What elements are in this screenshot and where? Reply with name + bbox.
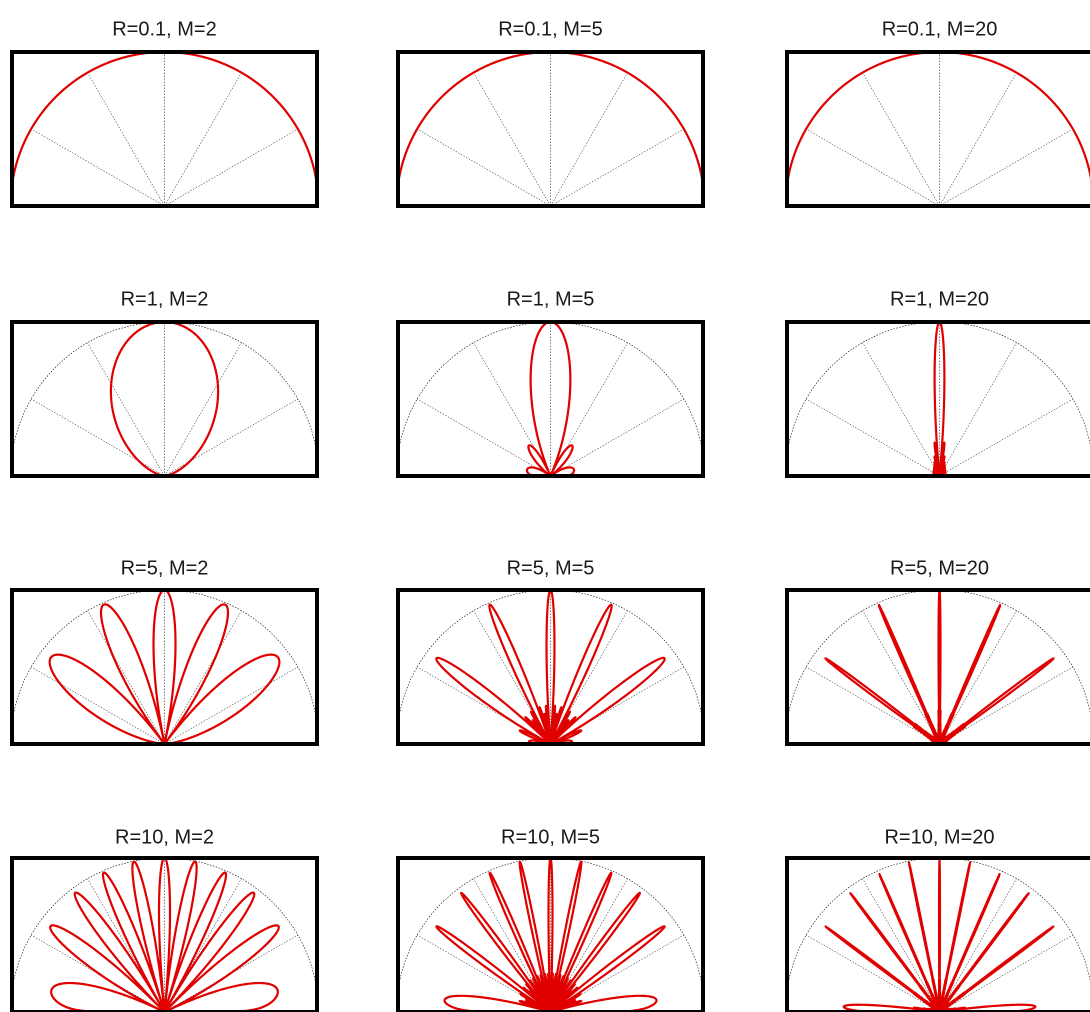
panel-title: R=5, M=2 <box>121 557 209 579</box>
panel-frame <box>785 50 1090 208</box>
spoke-60 <box>939 342 1017 476</box>
spoke-30 <box>164 666 298 744</box>
spoke-60 <box>939 878 1017 1012</box>
panel-12: R=10, M=20 <box>785 826 1090 1012</box>
spoke-150 <box>806 398 940 476</box>
panel-frame <box>10 588 319 746</box>
panel-title: R=0.1, M=5 <box>498 18 603 40</box>
spoke-150 <box>806 666 940 744</box>
panel-title: R=5, M=5 <box>507 557 595 579</box>
pattern-curve <box>398 52 703 195</box>
panel-5: R=1, M=5 <box>396 288 705 478</box>
panel-title: R=1, M=2 <box>121 288 209 310</box>
spoke-150 <box>31 398 165 476</box>
spoke-60 <box>164 342 242 476</box>
spoke-60 <box>939 72 1017 206</box>
spoke-30 <box>939 666 1073 744</box>
reference-arc <box>12 590 317 726</box>
pattern-curve <box>12 52 317 195</box>
spoke-60 <box>164 72 242 206</box>
spoke-150 <box>417 398 551 476</box>
reference-arc <box>12 322 317 458</box>
pattern-curve <box>49 858 280 1012</box>
panel-frame <box>396 50 705 208</box>
panel-frame <box>396 588 705 746</box>
pattern-curve <box>932 322 947 476</box>
panel-frame <box>785 320 1090 478</box>
pattern-curve <box>435 590 666 744</box>
spoke-30 <box>550 398 684 476</box>
spoke-60 <box>939 610 1017 744</box>
spoke-30 <box>939 128 1073 206</box>
spoke-30 <box>164 128 298 206</box>
panel-title: R=10, M=20 <box>884 826 994 848</box>
panel-frame <box>785 588 1090 746</box>
panel-7: R=5, M=2 <box>10 557 319 746</box>
pattern-curve <box>525 322 576 476</box>
pattern-curve <box>435 858 666 1012</box>
panel-9: R=5, M=20 <box>785 557 1090 746</box>
panel-frame <box>785 856 1090 1012</box>
panel-2: R=0.1, M=5 <box>396 18 705 208</box>
panel-frame <box>396 320 705 478</box>
panel-10: R=10, M=2 <box>10 826 319 1012</box>
spoke-120 <box>473 72 551 206</box>
reference-arc <box>12 858 317 994</box>
panel-4: R=1, M=2 <box>10 288 319 478</box>
panel-frame <box>10 50 319 208</box>
spoke-120 <box>87 342 165 476</box>
spoke-150 <box>31 128 165 206</box>
reference-arc <box>12 52 317 188</box>
reference-arc <box>398 322 703 458</box>
spoke-30 <box>939 934 1073 1012</box>
panel-title: R=1, M=5 <box>507 288 595 310</box>
spoke-120 <box>862 610 940 744</box>
pattern-curve <box>787 52 1090 195</box>
panel-title: R=10, M=2 <box>115 826 214 848</box>
pattern-curve <box>824 590 1055 744</box>
spoke-120 <box>862 878 940 1012</box>
spoke-150 <box>806 128 940 206</box>
spoke-120 <box>862 72 940 206</box>
panel-title: R=0.1, M=20 <box>882 18 998 40</box>
spoke-60 <box>550 72 628 206</box>
pattern-curve <box>48 590 281 744</box>
panel-1: R=0.1, M=2 <box>10 18 319 208</box>
panel-frame <box>10 320 319 478</box>
panel-title: R=1, M=20 <box>890 288 989 310</box>
spoke-30 <box>164 398 298 476</box>
reference-arc <box>787 52 1090 188</box>
spoke-150 <box>31 666 165 744</box>
pattern-curve <box>824 858 1055 1012</box>
spoke-30 <box>550 128 684 206</box>
spoke-120 <box>87 72 165 206</box>
panel-frame <box>10 856 319 1012</box>
spoke-30 <box>939 398 1073 476</box>
spoke-120 <box>862 342 940 476</box>
panel-frame <box>396 856 705 1012</box>
panel-title: R=0.1, M=2 <box>112 18 217 40</box>
panel-8: R=5, M=5 <box>396 557 705 746</box>
panel-title: R=5, M=20 <box>890 557 989 579</box>
panel-11: R=10, M=5 <box>396 826 705 1012</box>
spoke-150 <box>806 934 940 1012</box>
reference-arc <box>398 52 703 188</box>
panel-3: R=0.1, M=20 <box>785 18 1090 208</box>
spoke-150 <box>417 128 551 206</box>
panel-title: R=10, M=5 <box>501 826 600 848</box>
pattern-curve <box>109 322 220 476</box>
panel-6: R=1, M=20 <box>785 288 1090 478</box>
